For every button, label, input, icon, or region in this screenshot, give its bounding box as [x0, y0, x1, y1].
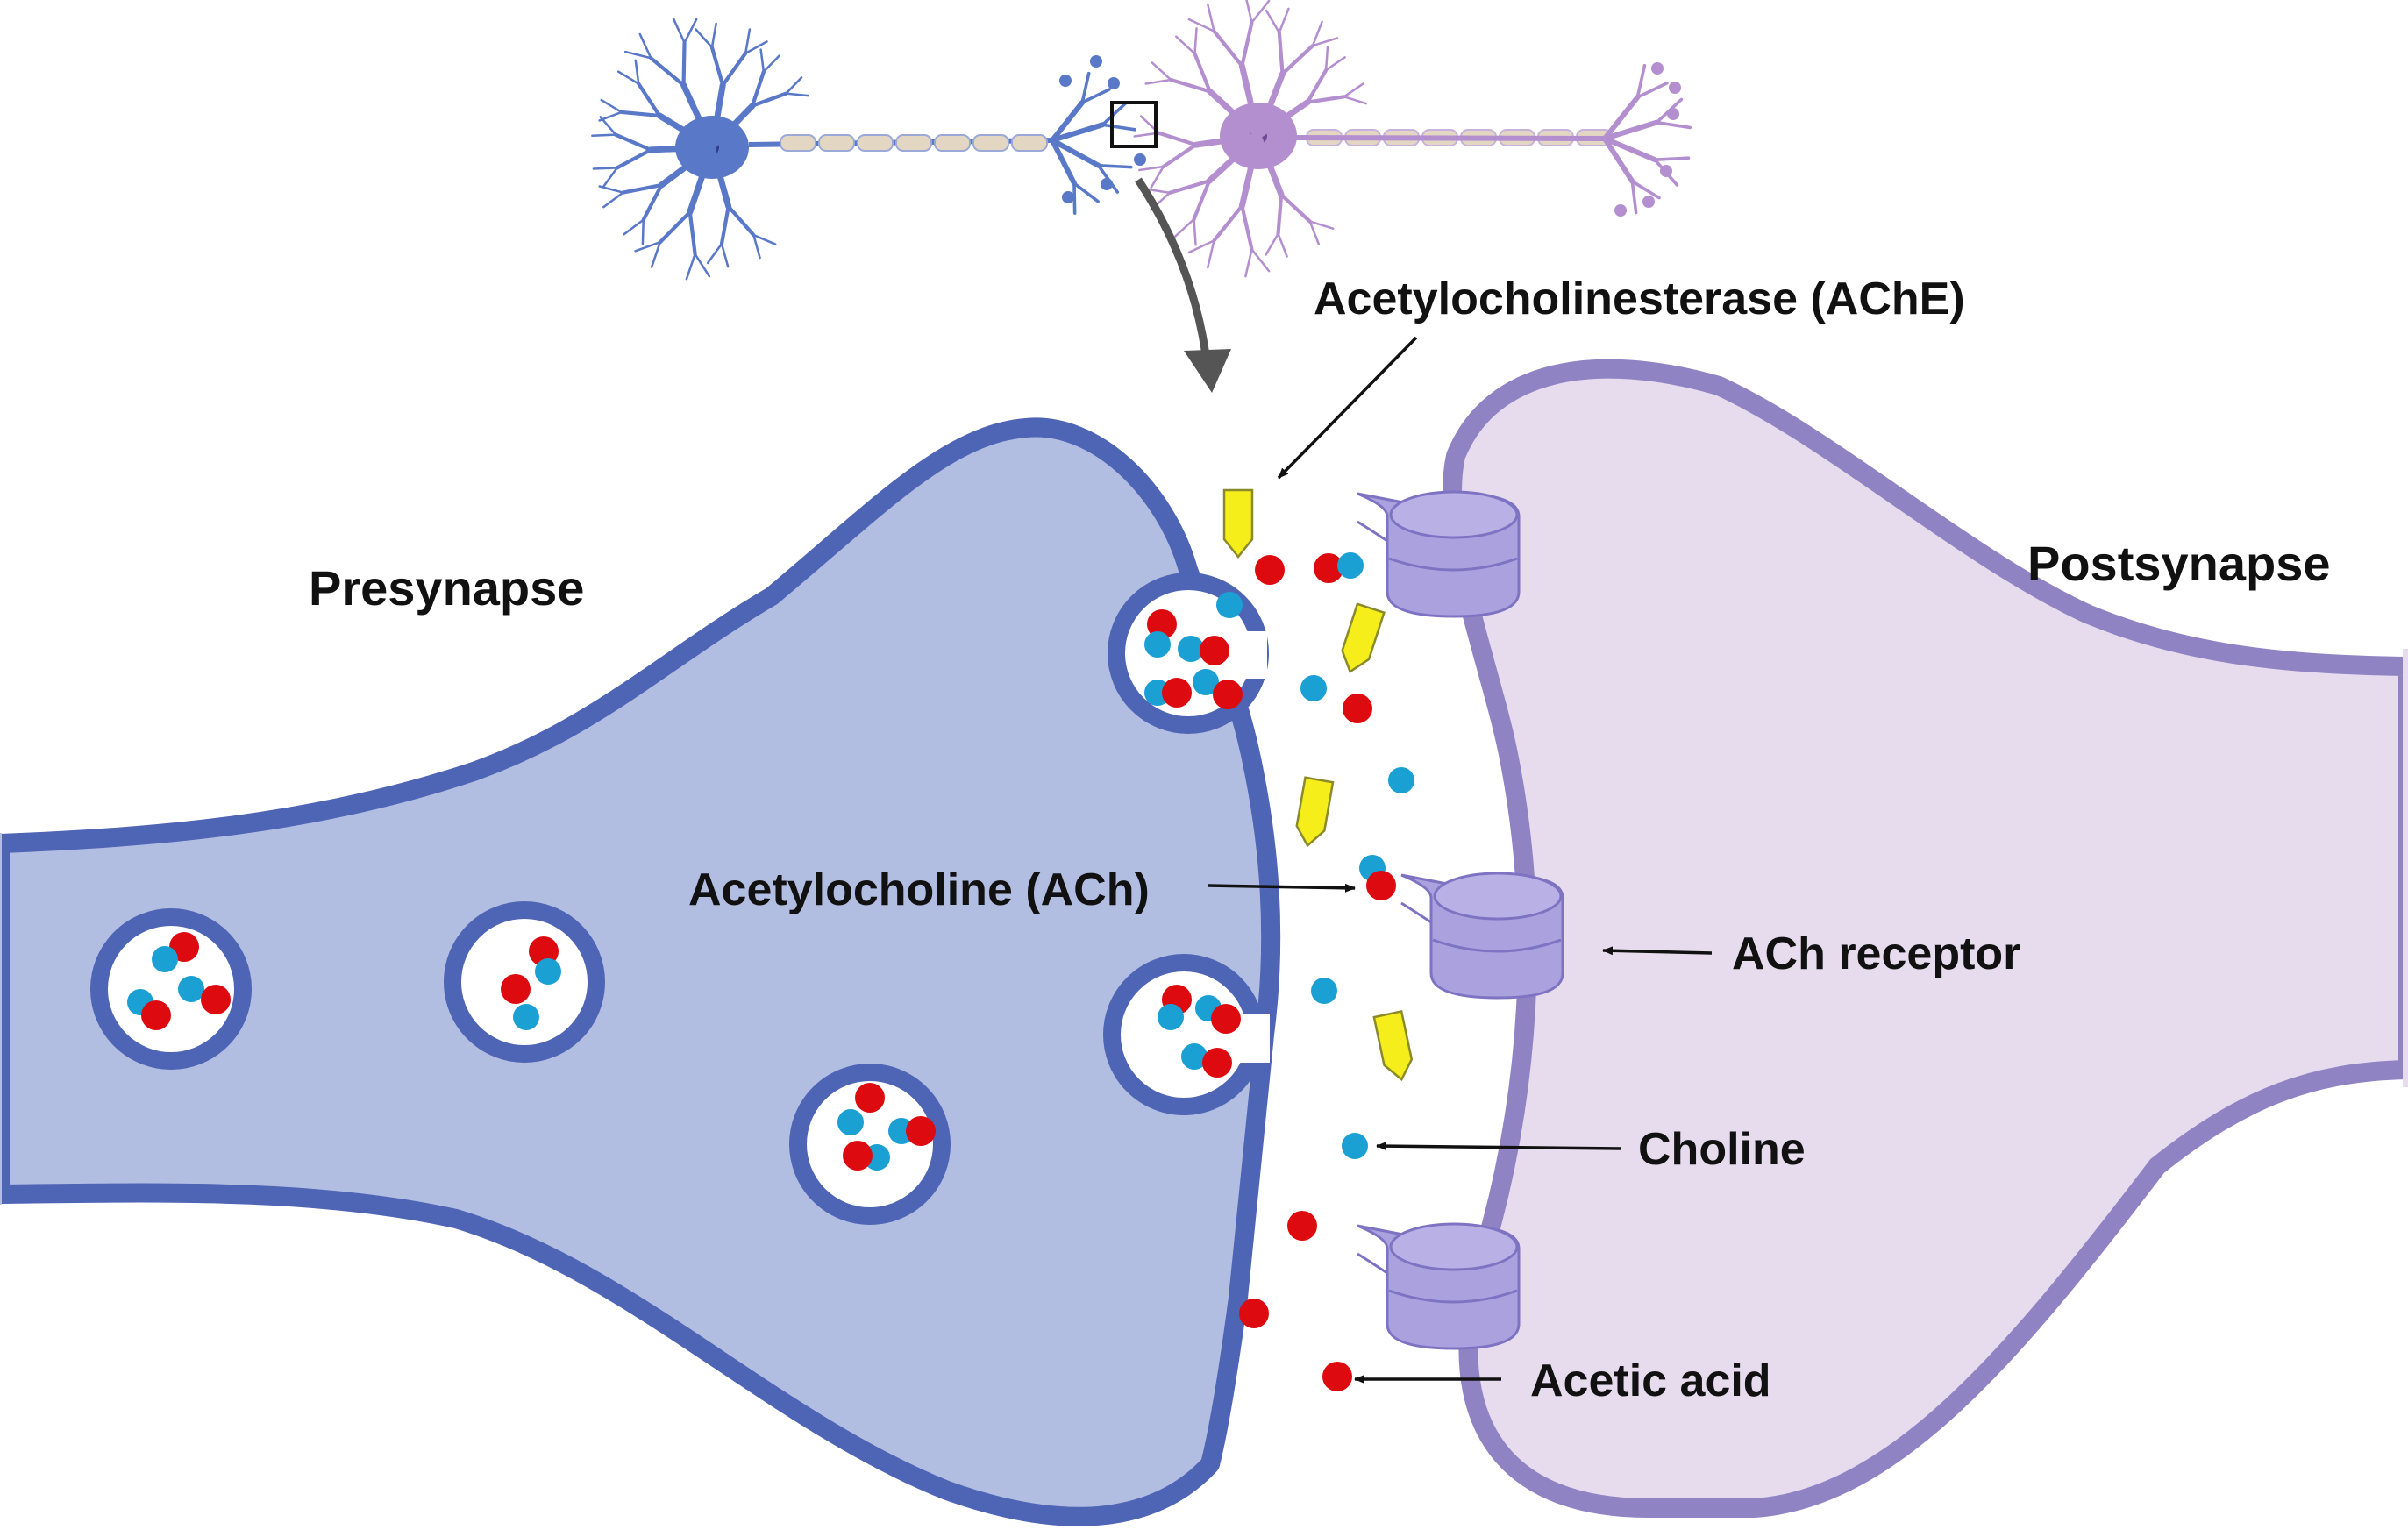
choline-molecule-icon — [1144, 631, 1171, 658]
acetic-acid-molecule-icon — [1200, 636, 1229, 665]
choline-molecule-icon — [1311, 978, 1337, 1004]
zoom-box — [1110, 101, 1158, 148]
acetic-acid-molecule-icon — [1322, 1362, 1352, 1391]
choline-pointer-arrow — [1376, 1142, 1621, 1151]
fusing-vesicle — [1103, 954, 1270, 1115]
ache-enzyme-icon — [1372, 1010, 1417, 1084]
acetic-acid-molecule-icon — [201, 985, 231, 1014]
ach-receptor-icon — [1356, 1222, 1521, 1350]
presynapse-label: Presynapse — [309, 560, 584, 616]
acetic-acid-molecule-icon — [1213, 680, 1243, 709]
choline-molecule-icon — [152, 946, 178, 972]
acetic-acid-molecule-icon — [1239, 1299, 1269, 1328]
choline-molecule-icon — [1181, 1043, 1208, 1070]
acetic-acid-molecule-icon — [1287, 1211, 1317, 1241]
ache-enzyme-icon — [1293, 776, 1335, 850]
choline-molecule-icon — [1158, 1004, 1184, 1030]
choline-molecule-icon — [178, 976, 204, 1002]
presynaptic-neuron-icon — [591, 18, 1146, 281]
acetic-acid-molecule-icon — [1343, 694, 1372, 723]
choline-molecule-icon — [1388, 767, 1414, 793]
postsynaptic-neuron-icon — [1133, 0, 1692, 278]
acetic-acid-molecule-icon — [843, 1141, 873, 1171]
ach-pointer-arrow — [1208, 883, 1356, 893]
acetic-acid-molecule-icon — [501, 974, 531, 1004]
choline-molecule-icon — [1342, 1133, 1368, 1159]
acetic-acid-label: Acetic acid — [1530, 1356, 1771, 1406]
synaptic-vesicle — [789, 1064, 951, 1225]
choline-molecule-icon — [1216, 592, 1243, 618]
receptor-pointer-arrow — [1602, 946, 1713, 956]
ach-receptor-icon — [1356, 490, 1521, 618]
choline-molecule-icon — [513, 1004, 539, 1030]
acetic-acid-molecule-icon — [855, 1083, 885, 1113]
ach-receptor-icon — [1400, 872, 1564, 1000]
acetic-acid-molecule-icon — [141, 1000, 171, 1030]
receptor-label: ACh receptor — [1732, 929, 2020, 979]
choline-label: Choline — [1638, 1124, 1806, 1175]
synaptic-vesicle — [90, 908, 252, 1070]
presynapse-terminal — [0, 417, 1281, 1526]
ache-label: Acetylocholinesterase (AChE) — [1314, 274, 1965, 324]
acetic-acid-molecule-icon — [1202, 1048, 1232, 1078]
choline-molecule-icon — [837, 1109, 864, 1135]
ache-enzyme-icon — [1336, 602, 1386, 678]
choline-molecule-icon — [1337, 552, 1364, 579]
acetic-acid-molecule-icon — [1211, 1004, 1241, 1034]
ache-enzyme-icon — [1222, 488, 1254, 559]
choline-molecule-icon — [1178, 636, 1204, 662]
ache-pointer-arrow — [1277, 336, 1418, 480]
postsynapse-label: Postsynapse — [2027, 536, 2331, 591]
postsynapse-terminal — [1443, 359, 2408, 1518]
ach-label: Acetylocholine (ACh) — [688, 865, 1150, 915]
zoom-arrow-icon — [1135, 177, 1231, 393]
acetic-acid-molecule-icon — [1255, 555, 1285, 585]
acetic-acid-molecule-icon — [1314, 553, 1343, 583]
choline-molecule-icon — [1300, 675, 1327, 701]
choline-molecule-icon — [1193, 669, 1219, 695]
acetic-acid-molecule-icon — [1366, 871, 1396, 900]
acetic-acid-molecule-icon — [906, 1116, 936, 1146]
choline-molecule-icon — [535, 958, 561, 985]
acetic-acid-molecule-icon — [1162, 678, 1192, 708]
